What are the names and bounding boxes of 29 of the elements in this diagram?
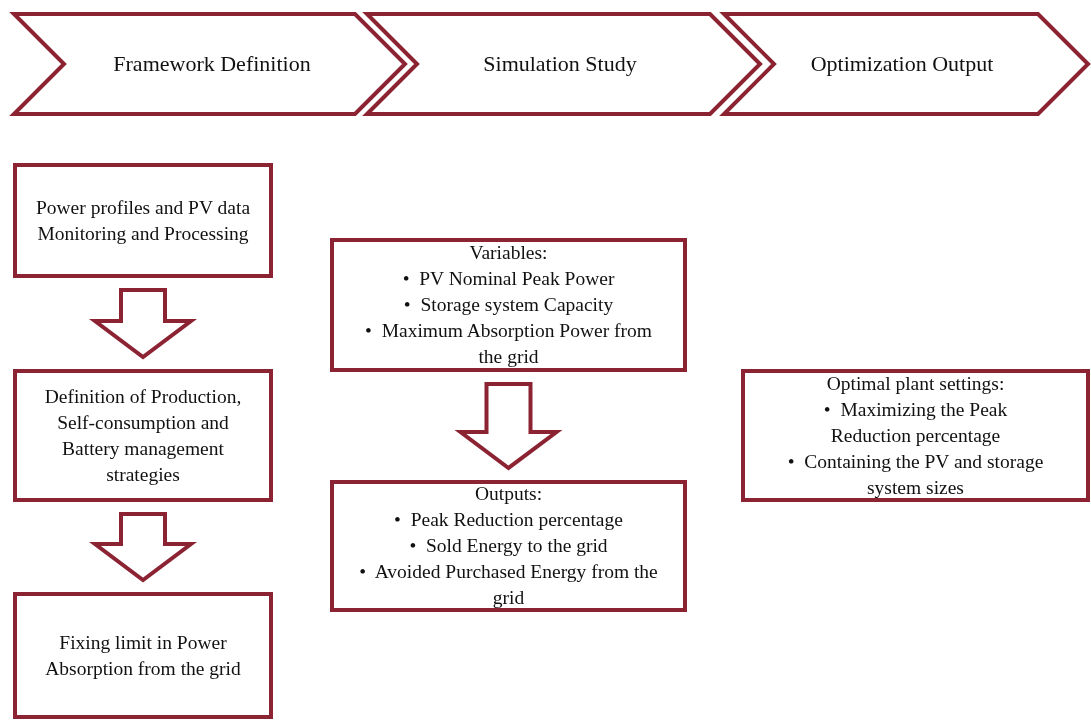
- box-heading: Optimal plant settings:: [826, 371, 1005, 396]
- bullet-item: • Storage system Capacity: [402, 293, 615, 317]
- block-arrow: [89, 288, 197, 360]
- chevron-step: [722, 12, 1090, 116]
- bullet-item: • Sold Energy to the grid: [408, 534, 609, 558]
- bullet-item: • Containing the PV and storage system sizes: [786, 449, 1045, 500]
- bullet-item: • Maximizing the Peak Reduction percentage: [822, 397, 1009, 448]
- box-text: Fixing limit in Power Absorption from the grid: [44, 630, 242, 681]
- box-text: Definition of Production, Self-consumption and Battery management strategies: [43, 384, 243, 487]
- step-title: Framework Definition: [112, 51, 312, 77]
- box-heading: Variables:: [469, 241, 548, 265]
- process-box: [741, 369, 1090, 502]
- process-box: [330, 480, 687, 612]
- step-title: Optimization Output: [809, 51, 995, 77]
- box-heading: Outputs:: [474, 482, 543, 506]
- process-box: [330, 238, 687, 372]
- box-text: Power profiles and PV data Monitoring and Processing: [34, 195, 252, 246]
- bullet-item: • PV Nominal Peak Power: [401, 267, 616, 291]
- block-arrow: [89, 512, 197, 583]
- block-arrow: [454, 382, 563, 471]
- bullet-item: • Avoided Purchased Energy from the grid: [358, 560, 659, 610]
- chevron-step: [365, 12, 762, 116]
- bullet-item: • Maximum Absorption Power from the grid: [364, 319, 653, 369]
- process-box: [13, 369, 273, 502]
- bullet-item: • Peak Reduction percentage: [393, 508, 624, 532]
- process-box: [13, 592, 273, 719]
- chevron-step: [12, 12, 407, 116]
- process-box: [13, 163, 273, 278]
- step-title: Simulation Study: [482, 51, 638, 77]
